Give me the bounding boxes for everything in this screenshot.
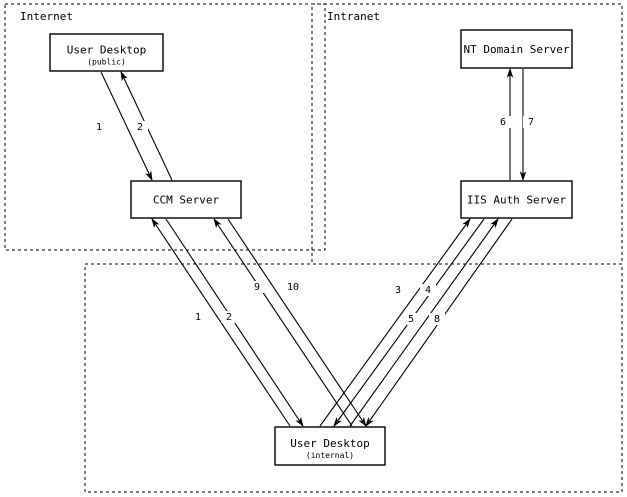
flow-label-bg-e5-internal-to-iis — [403, 313, 419, 325]
flow-label-bg-e3-internal-to-iis — [390, 284, 406, 296]
flow-label-e6-iis-to-nt: 6 — [500, 117, 506, 128]
flow-label-bg-e2-ccm-to-public — [132, 121, 148, 133]
flow-label-bg-e9-internal-to-ccm — [249, 281, 265, 293]
flow-label-bg-e1-internal-to-ccm — [190, 311, 206, 323]
flow-label-bg-e7-nt-to-iis — [523, 116, 539, 128]
node-title-nt-domain-server: NT Domain Server — [464, 43, 570, 56]
node-iis-auth-server: IIS Auth Server — [460, 180, 573, 219]
node-title-iis-auth-server: IIS Auth Server — [467, 194, 567, 207]
flow-arrow-e9-internal-to-ccm — [213, 218, 353, 427]
flow-label-e10-ccm-to-internal: 10 — [287, 282, 299, 293]
flow-label-e5-internal-to-iis: 5 — [408, 314, 414, 325]
zone-boundaries: Internet Intranet — [4, 3, 623, 493]
flow-label-e4-iis-to-internal: 4 — [425, 285, 431, 296]
flow-label-e1-internal-to-ccm: 1 — [195, 312, 201, 323]
zone-boundary-internet — [4, 3, 326, 251]
node-title-ccm-server: CCM Server — [153, 194, 220, 207]
flow-arrow-e3-internal-to-iis — [319, 218, 471, 427]
zone-boundary-internal-lan — [84, 263, 623, 493]
flow-label-bg-e2-ccm-to-internal — [221, 311, 237, 323]
zone-boundary-intranet — [311, 3, 623, 265]
flow-label-e2-ccm-to-internal: 2 — [226, 312, 232, 323]
flow-label-e2-ccm-to-public: 2 — [137, 122, 143, 133]
flow-label-bg-e1-public-to-ccm — [91, 121, 107, 133]
node-user-desktop-internal: User Desktop(internal) — [274, 426, 386, 466]
flow-arrow-e10-ccm-to-internal — [227, 218, 367, 427]
flow-label-bg-e6-iis-to-nt — [495, 116, 511, 128]
node-box-ccm-server — [130, 180, 242, 219]
node-box-user-desktop-internal — [274, 426, 386, 466]
node-user-desktop-public: User Desktop(public) — [49, 33, 164, 72]
flow-label-bg-e8-iis-to-internal — [429, 313, 445, 325]
node-subtitle-user-desktop-public: (public) — [87, 58, 126, 67]
zone-label-intranet: Intranet — [327, 10, 380, 23]
flow-arrow-e5-internal-to-iis — [349, 218, 499, 427]
node-nt-domain-server: NT Domain Server — [460, 29, 573, 69]
flow-label-e8-iis-to-internal: 8 — [434, 314, 440, 325]
flow-arrow-e1-public-to-ccm — [100, 71, 153, 181]
flow-label-e3-internal-to-iis: 3 — [395, 285, 401, 296]
flow-label-e7-nt-to-iis: 7 — [528, 117, 534, 128]
node-box-iis-auth-server — [460, 180, 573, 219]
flow-label-bg-e10-ccm-to-internal — [285, 281, 301, 293]
node-ccm-server: CCM Server — [130, 180, 242, 219]
flow-label-bg-e4-iis-to-internal — [420, 284, 436, 296]
node-subtitle-user-desktop-internal: (internal) — [306, 451, 354, 460]
flow-label-e1-public-to-ccm: 1 — [96, 122, 102, 133]
node-title-user-desktop-internal: User Desktop — [290, 437, 369, 450]
flow-label-e9-internal-to-ccm: 9 — [254, 282, 260, 293]
node-box-user-desktop-public — [49, 33, 164, 72]
node-box-nt-domain-server — [460, 29, 573, 69]
zone-label-internet: Internet — [20, 10, 73, 23]
node-title-user-desktop-public: User Desktop — [67, 44, 146, 57]
flow-step-labels: 1 2 6 7 1 2 9 10 3 4 5 8 — [91, 116, 539, 325]
